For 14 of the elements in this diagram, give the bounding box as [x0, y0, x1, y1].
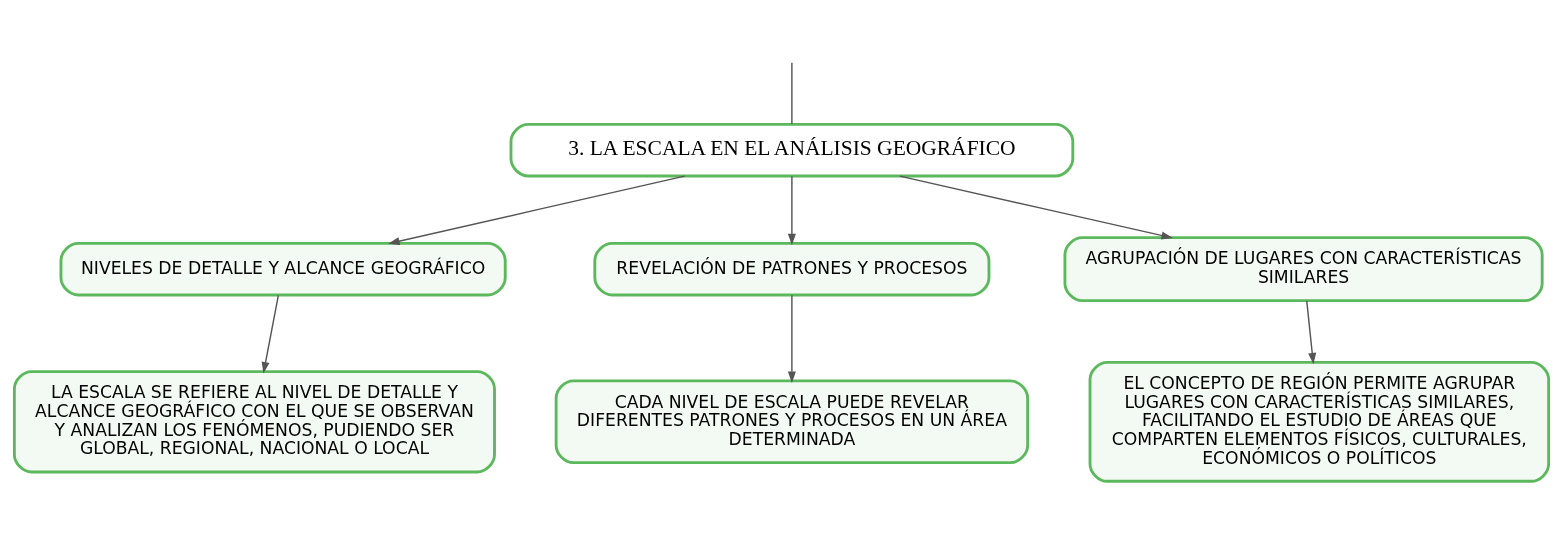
arrow: [787, 294, 796, 384]
connector: [791, 62, 793, 125]
node-box: AGRUPACIÓN DE LUGARES CON CARACTERÍSTICAS SIMILARES: [1063, 236, 1544, 303]
node-box: CADA NIVEL DE ESCALA PUEDE REVELAR DIFERENTES PATRONES Y PROCESOS EN UN ÁREA DETERMINADA: [554, 379, 1030, 465]
node-box: REVELACIÓN DE PATRONES Y PROCESOS: [593, 241, 991, 297]
arrow: [388, 175, 686, 246]
arrow: [899, 175, 1173, 240]
node-box: 3. LA ESCALA EN EL ANÁLISIS GEOGRÁFICO: [509, 122, 1075, 178]
node-box: EL CONCEPTO DE REGIÓN PERMITE AGRUPAR LUGARES CON CARACTERÍSTICAS SIMILARES, FACILITANDO EL ESTUDIO DE ÁREAS QUE COMPARTEN ELEMENTOS FÍSICOS, CULTURALES, ECONÓMICOS O POLÍTICOS: [1088, 360, 1551, 483]
arrow: [787, 175, 796, 246]
arrow: [1306, 300, 1317, 365]
node-box: LA ESCALA SE REFIERE AL NIVEL DE DETALLE Y ALCANCE GEOGRÁFICO CON EL QUE SE OBSERVAN Y ANALIZAN LOS FENÓMENOS, PUDIENDO SER GLOBAL, REGIONAL, NACIONAL O LOCAL: [12, 370, 496, 474]
arrow: [261, 294, 280, 374]
node-box: NIVELES DE DETALLE Y ALCANCE GEOGRÁFICO: [59, 241, 507, 297]
